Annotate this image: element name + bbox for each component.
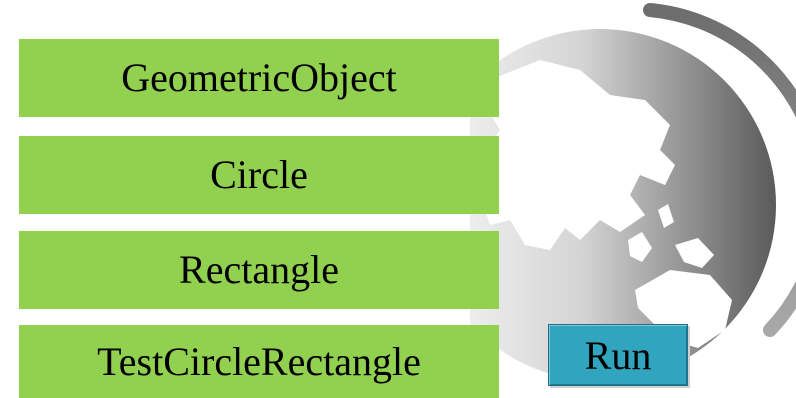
class-box-geometricobject[interactable]: GeometricObject: [19, 39, 499, 117]
class-label: Rectangle: [179, 247, 339, 292]
class-box-circle[interactable]: Circle: [19, 136, 499, 214]
class-label: TestCircleRectangle: [97, 338, 421, 384]
globe-icon: [470, 3, 796, 381]
run-button-label: Run: [584, 332, 652, 378]
class-label: Circle: [210, 152, 308, 197]
run-button[interactable]: Run: [548, 324, 688, 386]
class-box-testcirclerectangle[interactable]: TestCircleRectangle: [19, 325, 499, 398]
class-box-rectangle[interactable]: Rectangle: [19, 231, 499, 309]
class-label: GeometricObject: [121, 55, 397, 100]
